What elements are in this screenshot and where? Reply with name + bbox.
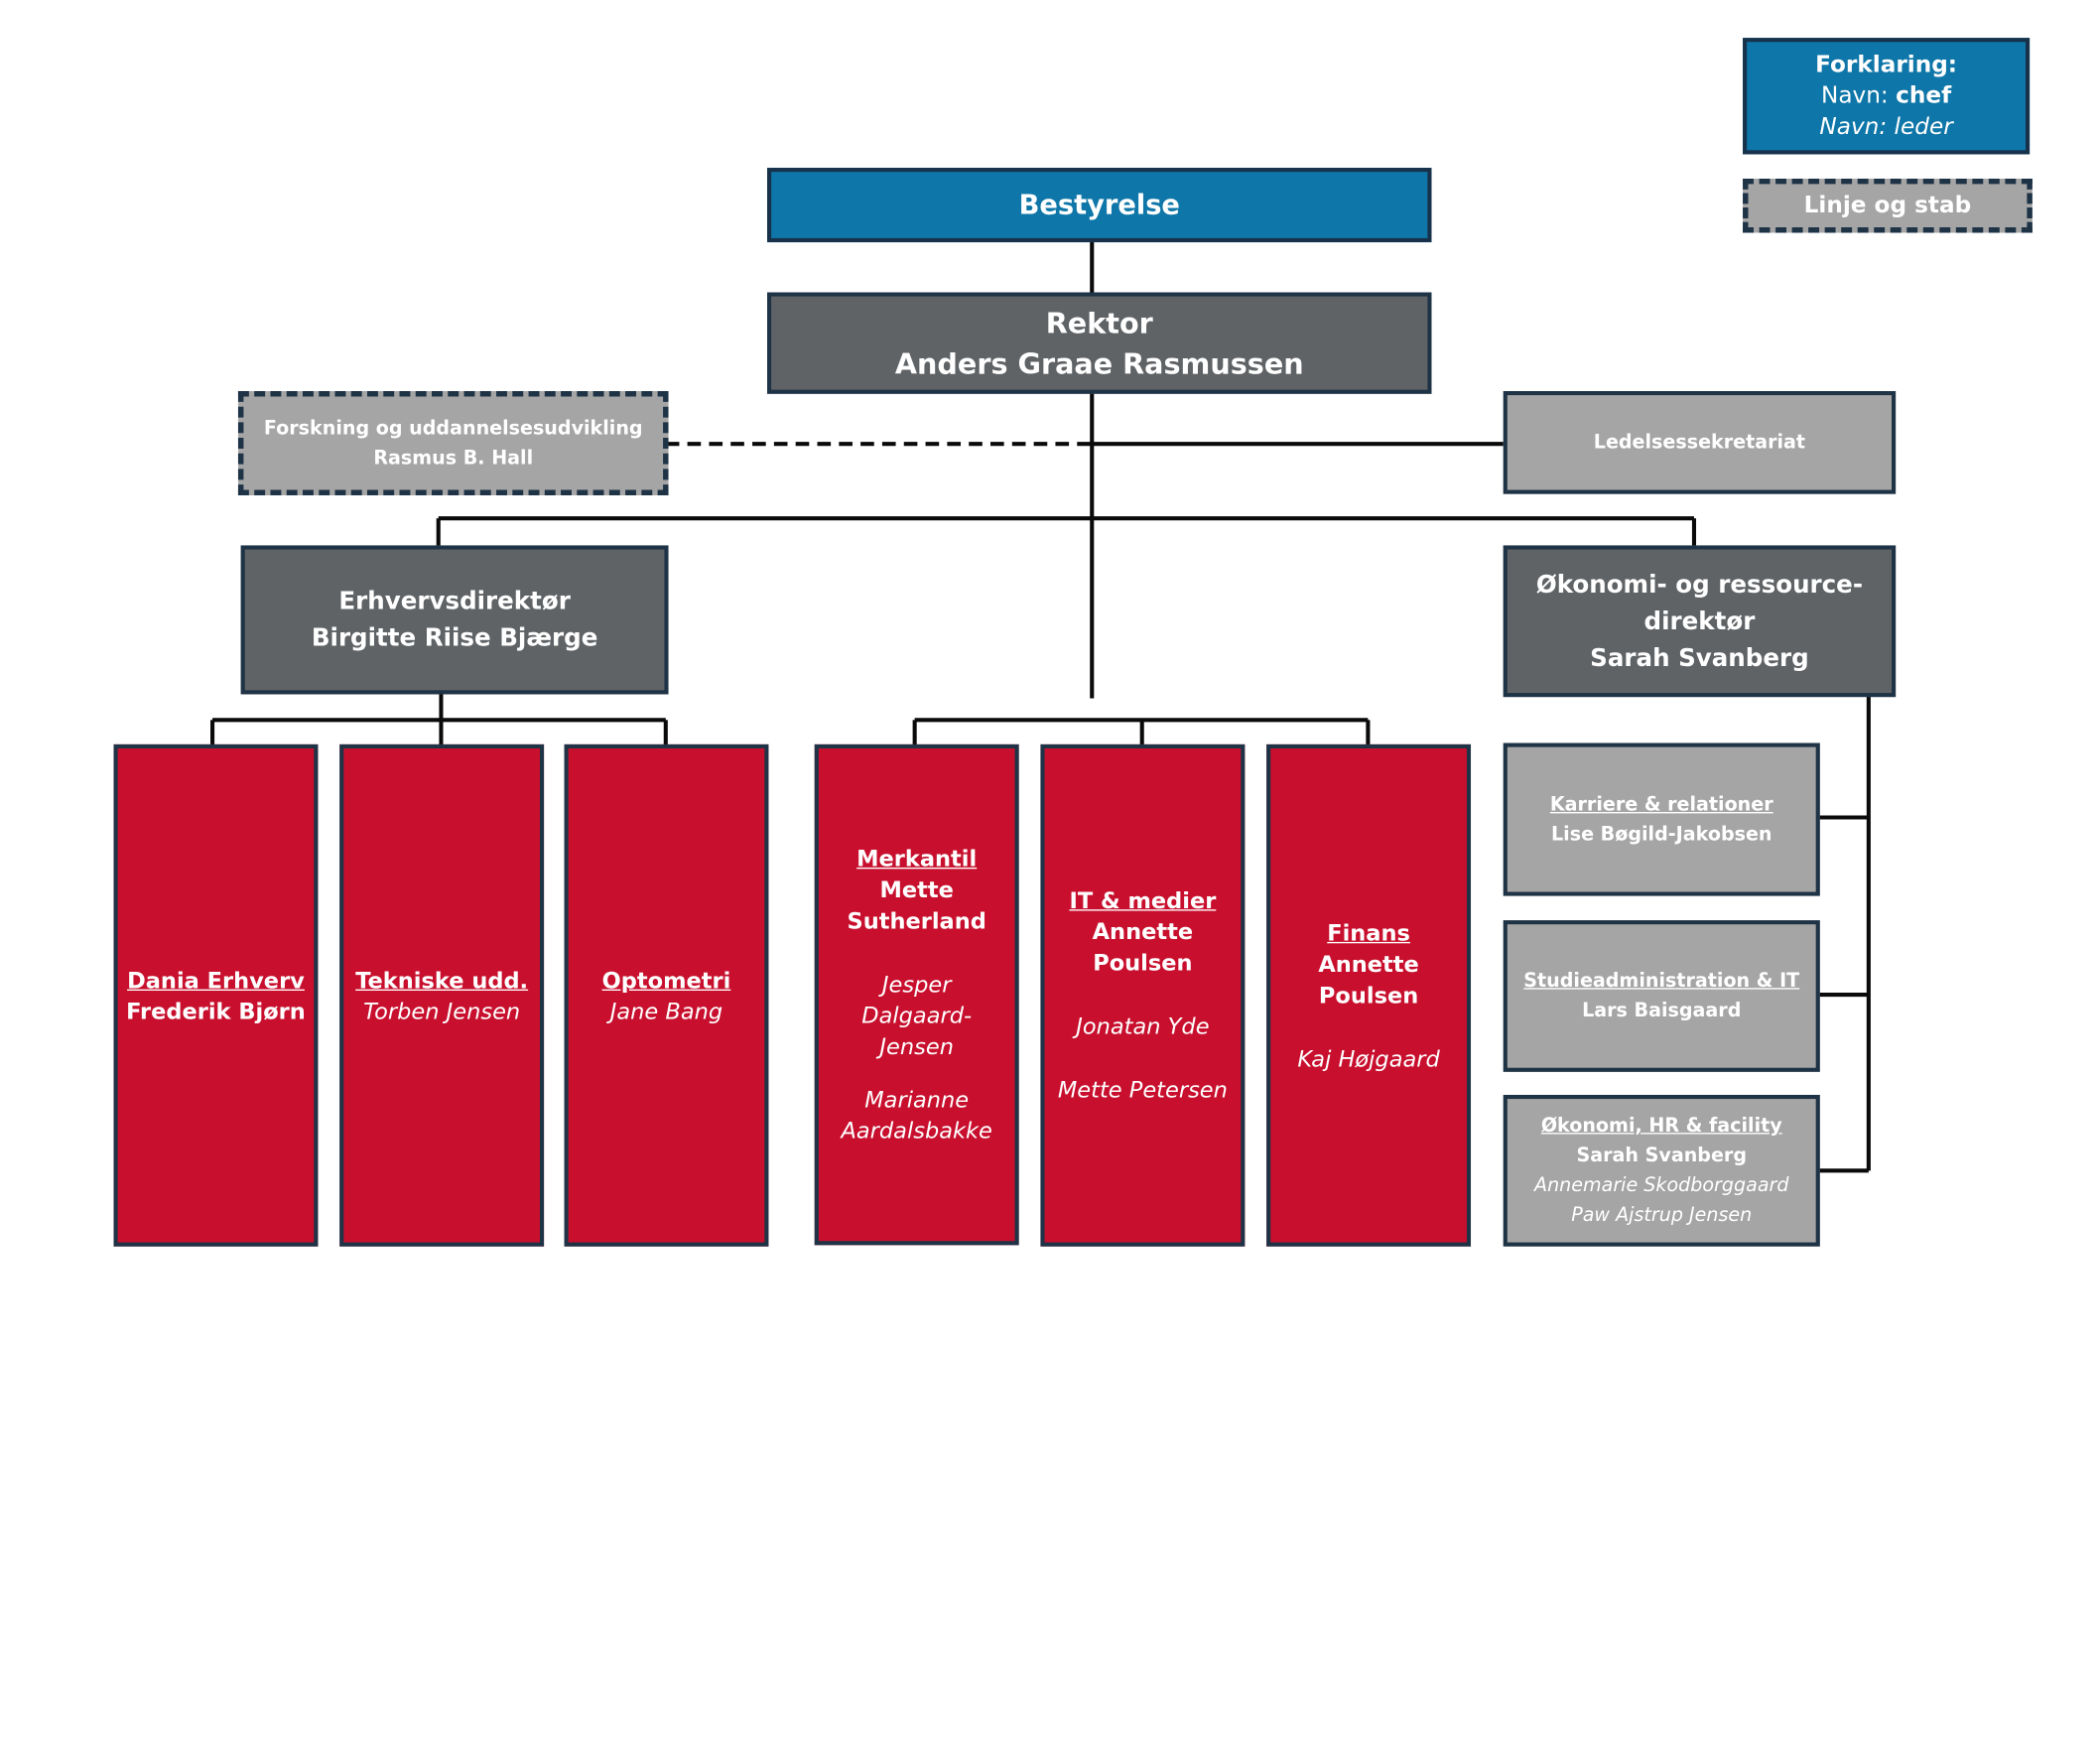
finans-head-1: Annette (1318, 950, 1419, 977)
business-director-box: Erhvervsdirektør Birgitte Riise Bjærge (240, 545, 669, 695)
merkantil-leader2-a: Marianne (864, 1086, 970, 1113)
business-director-title: Erhvervsdirektør (338, 587, 571, 616)
okonomi-head: Sarah Svanberg (1576, 1145, 1748, 1167)
dania-title: Dania Erhverv (127, 967, 305, 994)
research-name: Rasmus B. Hall (373, 447, 534, 470)
unit-karriere: Karriere & relationer Lise Bøgild-Jakobs… (1503, 742, 1820, 896)
unit-finans: Finans Annette Poulsen Kaj Højgaard (1266, 743, 1472, 1247)
finance-director-name: Sarah Svanberg (1590, 643, 1809, 672)
okonomi-title: Økonomi, HR & facility (1540, 1115, 1782, 1138)
it-head-1: Annette (1092, 918, 1194, 945)
finance-director-title-line1: Økonomi- og ressource- (1535, 570, 1864, 600)
unit-optometri: Optometri Jane Bang (564, 743, 769, 1247)
business-director-name: Birgitte Riise Bjærge (311, 623, 598, 653)
it-title: IT & medier (1069, 887, 1217, 914)
unit-studie: Studieadministration & IT Lars Baisgaard (1503, 920, 1820, 1072)
board-box: Bestyrelse (767, 168, 1432, 243)
merkantil-leader1-c: Jensen (879, 1033, 954, 1060)
it-leader-2: Mette Petersen (1057, 1077, 1228, 1104)
merkantil-leader1-b: Dalgaard- (861, 1003, 973, 1029)
finans-title: Finans (1327, 919, 1410, 946)
unit-teknisk: Tekniske udd. Torben Jensen (339, 743, 545, 1247)
finans-leader-1: Kaj Højgaard (1297, 1045, 1440, 1072)
unit-dania: Dania Erhverv Frederik Bjørn (113, 743, 319, 1247)
legend-chef-row: Navn: chef (1820, 81, 1952, 109)
karriere-name: Lise Bøgild-Jakobsen (1551, 823, 1772, 846)
unit-merkantil: Merkantil Mette Sutherland Jesper Dalgaa… (814, 743, 1019, 1246)
legend-box: Forklaring: Navn: chef Navn: leder (1743, 38, 2031, 155)
finance-director-box: Økonomi- og ressource- direktør Sarah Sv… (1503, 545, 1897, 698)
studie-name: Lars Baisgaard (1582, 1000, 1742, 1022)
rector-box: Rektor Anders Graae Rasmussen (767, 292, 1432, 394)
it-leader-1: Jonatan Yde (1076, 1013, 1210, 1040)
teknisk-leader: Torben Jensen (363, 998, 521, 1024)
legend-staff-box: Linje og stab (1743, 178, 2033, 233)
rector-title: Rektor (1045, 306, 1153, 339)
it-head-2: Poulsen (1093, 950, 1193, 977)
legend-leader: Navn: leder (1819, 112, 1953, 141)
unit-it: IT & medier Annette Poulsen Jonatan Yde … (1040, 743, 1246, 1247)
rector-name: Anders Graae Rasmussen (894, 346, 1304, 380)
finans-head-2: Poulsen (1318, 982, 1419, 1009)
legend-staff-label: Linje og stab (1803, 191, 1972, 219)
unit-okonomi: Økonomi, HR & facility Sarah Svanberg An… (1503, 1094, 1820, 1247)
merkantil-head-1: Mette (879, 876, 954, 903)
dania-head: Frederik Bjørn (126, 998, 306, 1024)
okonomi-leader-1: Annemarie Skodborggaard (1534, 1174, 1789, 1197)
merkantil-head-2: Sutherland (847, 907, 986, 934)
legend-title: Forklaring: (1815, 51, 1958, 78)
board-label: Bestyrelse (1018, 188, 1180, 221)
optometri-title: Optometri (601, 967, 731, 994)
secretariat-box: Ledelsessekretariat (1503, 391, 1897, 494)
merkantil-leader1-a: Jesper (881, 971, 952, 998)
merkantil-title: Merkantil (856, 846, 978, 873)
connector-lines (210, 240, 1871, 1173)
secretariat-label: Ledelsessekretariat (1593, 431, 1806, 454)
okonomi-leader-2: Paw Ajstrup Jensen (1571, 1204, 1753, 1227)
studie-title: Studieadministration & IT (1523, 970, 1800, 993)
research-title: Forskning og uddannelsesudvikling (263, 417, 643, 440)
legend-chef-word: chef (1896, 81, 1952, 109)
teknisk-title: Tekniske udd. (355, 967, 529, 994)
merkantil-leader2-b: Aardalsbakke (841, 1118, 992, 1145)
research-box: Forskning og uddannelsesudvikling Rasmus… (237, 391, 669, 496)
finance-director-title-line2: direktør (1643, 607, 1756, 636)
optometri-leader: Jane Bang (609, 998, 723, 1024)
karriere-title: Karriere & relationer (1549, 793, 1773, 816)
